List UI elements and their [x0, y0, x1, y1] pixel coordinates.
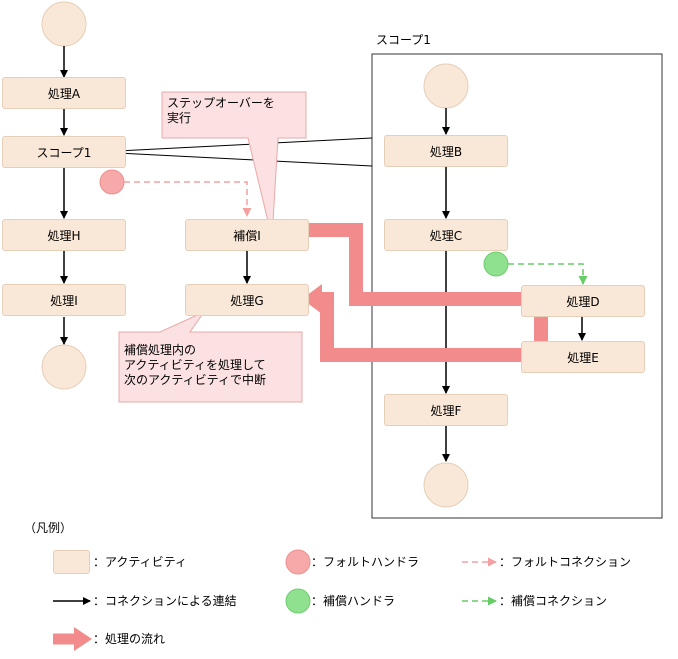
activity-process-h-label: 処理H: [47, 228, 81, 243]
activity-scope1[interactable]: スコープ1: [2, 136, 126, 168]
activity-process-c[interactable]: 処理C: [384, 219, 508, 251]
callout-stepover-shape: [161, 91, 307, 239]
legend-activity-swatch: [53, 550, 90, 574]
fault-connection: [124, 181, 252, 217]
activity-compensation-i-label: 補償I: [233, 228, 261, 243]
compensation-connection: [508, 263, 588, 285]
scope-expansion-line-top: [97, 137, 373, 153]
legend-title: （凡例）: [24, 521, 73, 535]
start-node-scope: [423, 63, 469, 109]
processing-flow-arrow: [287, 223, 548, 362]
start-node-left: [41, 1, 87, 47]
activity-scope1-label: スコープ1: [36, 145, 92, 160]
callout-compensation-text: 補償処理内の アクティビティを処理して 次のアクティビティで中断: [124, 343, 266, 387]
legend-flow-label: ：処理の流れ: [93, 632, 166, 646]
compensation-handler-icon: [483, 251, 509, 277]
activity-process-i-label: 処理I: [50, 293, 78, 308]
activity-process-d[interactable]: 処理D: [521, 285, 645, 317]
activity-process-b[interactable]: 処理B: [384, 135, 508, 167]
legend-compensation-handler-label: ：補償ハンドラ: [311, 594, 396, 608]
legend-compensation-handler-icon: [285, 588, 311, 614]
end-node-scope: [423, 462, 469, 508]
activity-process-c-label: 処理C: [429, 228, 463, 243]
legend-fault-handler-icon: [285, 549, 311, 575]
legend-flow-arrowhead: [74, 627, 92, 651]
scope-expansion-line-bottom: [97, 151, 373, 167]
activity-process-g-label: 処理G: [230, 293, 264, 308]
activity-process-e-label: 処理E: [567, 350, 599, 365]
legend-compensation-connection-label: ：補償コネクション: [499, 594, 608, 608]
callout-stepover-text: ステップオーバーを 実行: [167, 96, 275, 125]
scope1-title: スコープ1: [376, 33, 431, 47]
fault-handler-icon: [99, 169, 125, 195]
activity-process-f[interactable]: 処理F: [384, 394, 508, 426]
callout-compensation-shape: [118, 310, 303, 403]
activity-process-b-label: 処理B: [429, 144, 463, 159]
legend-activity-label: ：アクティビティ: [93, 555, 187, 569]
activity-process-f-label: 処理F: [430, 403, 462, 418]
activity-process-a-label: 処理A: [47, 86, 81, 101]
legend-connection-label: ：コネクションによる連結: [93, 594, 237, 608]
activity-process-e[interactable]: 処理E: [521, 341, 645, 373]
scope1-container: [371, 53, 663, 519]
processing-flow-arrowhead: [302, 284, 322, 314]
activity-process-g[interactable]: 処理G: [185, 284, 309, 316]
activity-process-a[interactable]: 処理A: [2, 77, 126, 109]
activity-process-h[interactable]: 処理H: [2, 219, 126, 251]
legend-fault-handler-label: ：フォルトハンドラ: [311, 555, 420, 569]
legend-fault-connection-label: ：フォルトコネクション: [499, 555, 632, 569]
activity-process-d-label: 処理D: [566, 294, 600, 309]
activity-compensation-i[interactable]: 補償I: [185, 219, 309, 251]
end-node-left: [41, 344, 87, 390]
activity-process-i[interactable]: 処理I: [2, 284, 126, 316]
